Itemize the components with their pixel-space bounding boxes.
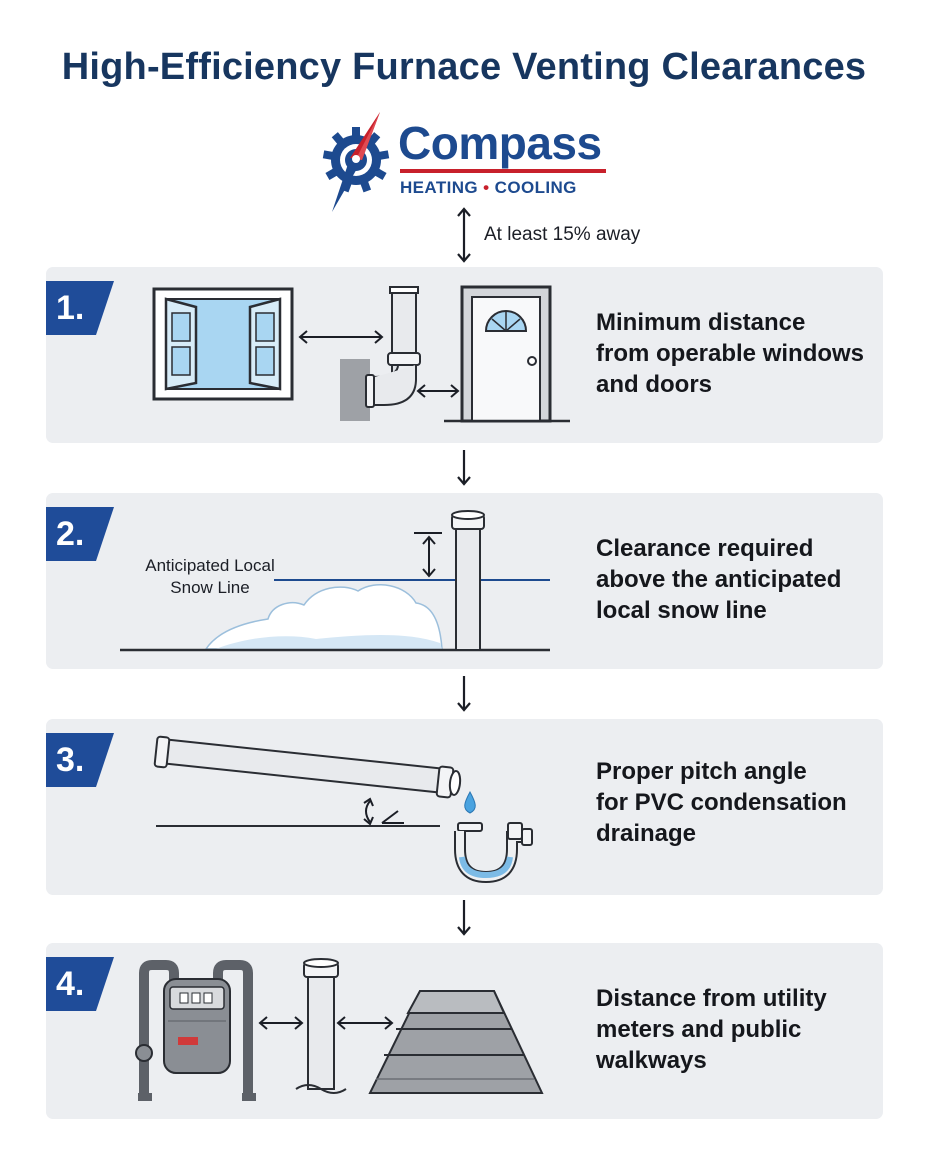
logo-sub-cooling: COOLING (494, 178, 577, 197)
step-1-illustration (152, 285, 570, 423)
step-4-illustration (135, 958, 544, 1101)
water-drop-icon (464, 790, 476, 814)
step-4-text: Distance from utility meters and public … (596, 983, 876, 1076)
window-icon (152, 287, 294, 401)
step-number: 4. (56, 965, 85, 1003)
text-line: local snow line (596, 597, 767, 624)
text-line: and doors (596, 371, 713, 398)
down-arrow-icon (457, 450, 471, 486)
text-line: drainage (596, 820, 697, 847)
text-line: above the anticipated (596, 566, 842, 593)
logo-sub-heating: HEATING (400, 178, 479, 197)
step-number: 2. (56, 515, 85, 553)
vent-pipe-icon (365, 286, 421, 408)
snow-line-label: Anticipated Local Snow Line (130, 555, 290, 599)
step-number: 3. (56, 741, 85, 779)
angle-icon (363, 797, 404, 826)
double-arrow-icon (416, 384, 460, 398)
company-logo: Compass HEATING • COOLING (322, 108, 622, 218)
step-3-illustration (153, 735, 533, 884)
door-icon (444, 285, 570, 423)
text-line: from operable windows (596, 340, 865, 367)
down-arrow-icon (457, 900, 471, 936)
text-line: Distance from utility (596, 985, 827, 1012)
text-line: Minimum distance (596, 309, 806, 336)
double-arrow-icon (298, 330, 384, 344)
step-2-text: Clearance required above the anticipated… (596, 533, 876, 626)
vent-pipe-icon (295, 958, 347, 1094)
step-2-illustration (120, 510, 550, 652)
text-line: Clearance required (596, 535, 814, 562)
step-3-text: Proper pitch angle for PVC condensation … (596, 756, 876, 849)
step-panel-1: 1. (46, 267, 883, 443)
logo-subtitle: HEATING • COOLING (400, 178, 577, 198)
label-line: Snow Line (170, 578, 250, 597)
step-badge-bg (46, 281, 114, 335)
page-title: High-Efficiency Furnace Venting Clearanc… (61, 46, 867, 88)
step-badge-bg (46, 957, 114, 1011)
step-panel-2: 2. Anticipated Local Snow Line Clearance… (46, 493, 883, 669)
text-line: Proper pitch angle (596, 758, 807, 785)
double-arrow-icon (336, 1016, 394, 1030)
down-arrow-icon (457, 676, 471, 712)
text-line: for PVC condensation (596, 789, 847, 816)
double-arrow-icon (414, 532, 442, 578)
double-arrow-icon (457, 207, 471, 263)
p-trap-icon (454, 822, 533, 884)
compass-gear-icon (322, 112, 390, 212)
step-panel-4: 4. (46, 943, 883, 1119)
step-badge-bg (46, 507, 114, 561)
logo-red-rule (400, 169, 606, 173)
step-number: 1. (56, 289, 85, 327)
gas-meter-icon (135, 960, 256, 1101)
snow-pile-icon (204, 584, 443, 650)
step-1-text: Minimum distance from operable windows a… (596, 307, 876, 400)
sloped-pipe-icon (153, 735, 462, 799)
logo-wordmark: Compass (398, 117, 602, 169)
logo-sub-dot: • (483, 178, 490, 197)
text-line: walkways (596, 1047, 707, 1074)
label-line: Anticipated Local (145, 556, 275, 575)
step-panel-3: 3. Proper pitch (46, 719, 883, 895)
walkway-icon (368, 990, 544, 1094)
vent-pipe-icon (451, 510, 485, 651)
step-badge-bg (46, 733, 114, 787)
text-line: meters and public (596, 1016, 802, 1043)
top-clearance-note: At least 15% away (484, 224, 641, 245)
double-arrow-icon (258, 1016, 304, 1030)
